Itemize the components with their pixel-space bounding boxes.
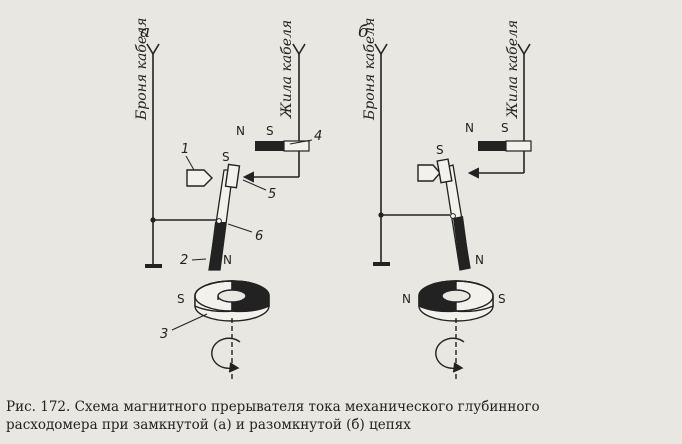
bar-magnet-n-label-b: N [465,121,474,135]
caption-line-2: расходомера при замкнутой (а) и разомкну… [6,417,411,433]
armor-wire-b [374,43,388,262]
armor-label-b: Броня кабеля [362,18,378,121]
stop-contact-b [417,164,441,182]
callout-1-a: 1 [181,142,189,157]
bar-magnet-s-label-a: S [266,124,274,138]
bar-magnet-n-label-a: N [236,124,245,138]
ring-magnet-a [194,280,270,322]
armor-wire-a [146,43,160,264]
panel-b: б Броня кабеля Жила кабеля N S S [358,18,532,380]
lever-b: S N [436,143,484,271]
ring-n-label-a: N [259,292,268,306]
ring-s-label-a: S [177,292,185,306]
ring-n-label-b: N [402,292,411,306]
bar-magnet-a: N S [236,124,310,152]
callout-6-a: 6 [255,229,263,244]
lever-n-label-a: N [223,253,232,267]
panel-a-letter: а [140,22,150,42]
core-label-a: Жила кабеля [279,20,295,119]
core-label-b: Жила кабеля [505,20,521,119]
core-wire-a [242,43,306,183]
callout-4-a: 4 [314,129,322,144]
bar-magnet-b: N S [465,121,532,152]
stop-contact-a [186,169,213,187]
lever-s-label-a: S [222,150,230,164]
panel-b-letter: б [358,22,369,42]
figure-caption: Рис. 172. Схема магнитного прерывателя т… [6,398,680,434]
caption-line-1: Рис. 172. Схема магнитного прерывателя т… [6,399,540,415]
rotation-arrow-a [211,318,241,380]
ground-plate-b [373,262,390,266]
ring-s-label-b: S [498,292,506,306]
lever-n-label-b: N [475,253,484,267]
rotation-arrow-b [435,318,465,380]
callout-3-a: 3 [160,327,168,342]
lever-a: S N [208,150,241,271]
lever-s-label-b: S [436,143,444,157]
panel-a: а Броня кабеля Жила кабеля N S 4 1 [134,18,322,380]
bar-magnet-s-label-b: S [501,121,509,135]
armor-label-a: Броня кабеля [134,18,150,121]
ground-plate-a [145,264,162,268]
callout-2-a: 2 [180,253,188,268]
core-wire-b [467,43,531,179]
ring-magnet-b [418,280,494,322]
callout-5-a: 5 [268,187,276,202]
